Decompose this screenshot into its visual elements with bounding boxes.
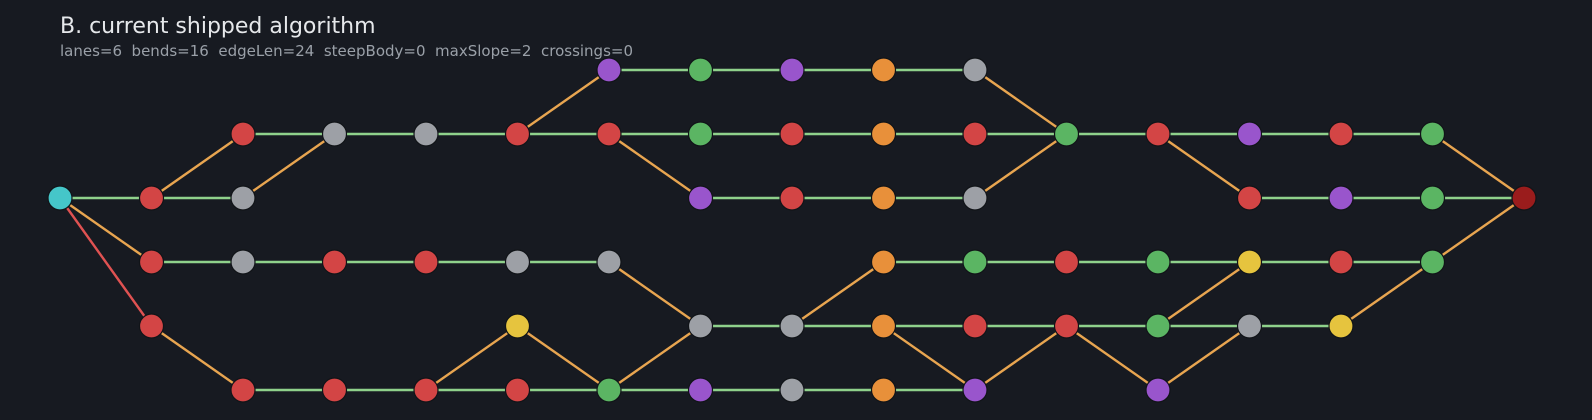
node-green-n60 — [1419, 185, 1446, 211]
node-yellow-n58 — [1328, 313, 1354, 339]
node-gray-n8 — [321, 121, 348, 147]
node-purple-n43 — [962, 377, 988, 403]
node-orange-n35 — [870, 249, 897, 275]
node-red-n14 — [504, 121, 531, 147]
node-red-n2 — [138, 249, 165, 275]
node-yellow-n53 — [1236, 249, 1263, 275]
node-orange-n33 — [870, 121, 897, 147]
node-gray-n30 — [779, 313, 805, 339]
edge-layer — [58, 68, 1526, 392]
node-teal-n0 — [47, 185, 73, 211]
edge-n61-n62 — [1431, 196, 1526, 264]
node-purple-n50 — [1145, 377, 1171, 403]
edge-n36-n43 — [882, 324, 977, 392]
node-red-n55 — [1328, 121, 1354, 147]
node-orange-n32 — [870, 57, 897, 83]
edge-n47-n52 — [1156, 132, 1251, 200]
node-purple-n27 — [779, 57, 805, 83]
node-gray-n11 — [413, 121, 439, 147]
node-orange-n36 — [870, 313, 897, 339]
node-orange-n37 — [870, 377, 897, 403]
node-yellow-n16 — [504, 313, 531, 339]
edge-n59-n62 — [1431, 132, 1526, 200]
node-gray-n5 — [230, 185, 256, 211]
edge-n0-n2 — [58, 196, 153, 264]
node-red-n10 — [321, 377, 348, 403]
node-red-n28 — [779, 121, 805, 147]
node-green-n49 — [1145, 313, 1171, 339]
edge-n30-n35 — [790, 260, 885, 328]
edge-n13-n16 — [424, 324, 519, 392]
edge-n19-n24 — [607, 132, 702, 200]
node-purple-n24 — [687, 185, 714, 211]
node-orange-n34 — [870, 185, 897, 211]
edge-n16-n21 — [516, 324, 611, 392]
edge-n21-n25 — [607, 324, 702, 392]
node-gray-n38 — [962, 57, 988, 83]
node-purple-n51 — [1236, 121, 1263, 147]
edge-n49-n53 — [1156, 260, 1251, 328]
node-gray-n15 — [504, 249, 531, 275]
node-gray-n40 — [962, 185, 988, 211]
node-red-n13 — [413, 377, 439, 403]
edge-n38-n44 — [973, 68, 1068, 136]
node-red-n1 — [138, 185, 165, 211]
node-red-n52 — [1236, 185, 1263, 211]
node-green-n41 — [962, 249, 988, 275]
node-green-n61 — [1419, 249, 1446, 275]
edge-n1-n4 — [150, 132, 245, 200]
node-layer — [47, 57, 1537, 403]
node-gray-n20 — [596, 249, 622, 275]
node-purple-n56 — [1328, 185, 1354, 211]
node-gray-n25 — [687, 313, 714, 339]
node-green-n44 — [1053, 121, 1080, 147]
node-red-n17 — [504, 377, 531, 403]
node-green-n21 — [596, 377, 622, 403]
node-gray-n54 — [1236, 313, 1263, 339]
node-gray-n6 — [230, 249, 256, 275]
node-green-n48 — [1145, 249, 1171, 275]
node-red-n12 — [413, 249, 439, 275]
node-red-n19 — [596, 121, 622, 147]
node-green-n23 — [687, 121, 714, 147]
edge-n5-n8 — [241, 132, 336, 200]
node-red-n29 — [779, 185, 805, 211]
node-green-n59 — [1419, 121, 1446, 147]
node-red-n39 — [962, 121, 988, 147]
edge-n40-n44 — [973, 132, 1068, 200]
node-red-n46 — [1053, 313, 1080, 339]
edge-n43-n46 — [973, 324, 1068, 392]
node-red-n45 — [1053, 249, 1080, 275]
node-red-n57 — [1328, 249, 1354, 275]
node-green-n22 — [687, 57, 714, 83]
edge-n3-n7 — [150, 324, 245, 392]
node-red-n3 — [138, 313, 165, 339]
node-gray-n31 — [779, 377, 805, 403]
edge-n58-n61 — [1339, 260, 1434, 328]
edge-n20-n25 — [607, 260, 702, 328]
node-purple-n18 — [596, 57, 622, 83]
edge-n50-n54 — [1156, 324, 1251, 392]
edge-n14-n18 — [516, 68, 611, 136]
node-red-n4 — [230, 121, 256, 147]
node-red-n47 — [1145, 121, 1171, 147]
node-red-n7 — [230, 377, 256, 403]
node-red-n9 — [321, 249, 348, 275]
edge-n46-n50 — [1065, 324, 1160, 392]
edge-n0-n3 — [58, 196, 153, 328]
node-red-n42 — [962, 313, 988, 339]
page-title: B. current shipped algorithm — [60, 14, 376, 39]
node-darkred-n62 — [1511, 185, 1537, 211]
node-purple-n26 — [687, 377, 714, 403]
layout-metrics: lanes=6 bends=16 edgeLen=24 steepBody=0 … — [60, 42, 634, 60]
